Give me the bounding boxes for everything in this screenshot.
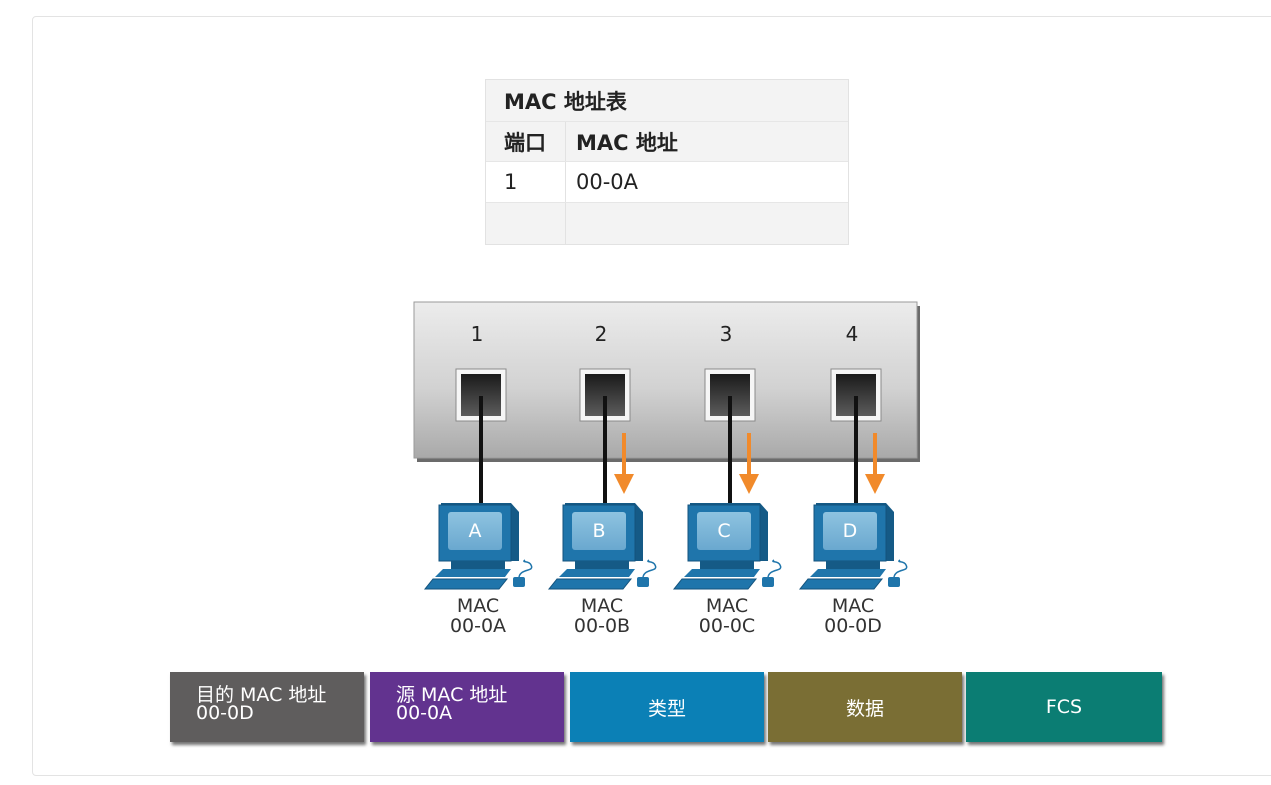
- field-label: FCS: [1045, 696, 1083, 718]
- mac-table-title: MAC 地址表: [504, 89, 627, 114]
- host-mac-address: 00-0C: [699, 615, 755, 637]
- monitor-screen: [572, 512, 626, 550]
- field-value: 00-0D: [196, 702, 254, 724]
- mouse: [637, 577, 649, 587]
- port-number: 1: [471, 322, 484, 346]
- header-port: 端口: [504, 131, 546, 155]
- pc-letter: C: [717, 520, 730, 542]
- pc-letter: B: [592, 520, 605, 542]
- pc-base: [435, 569, 511, 577]
- frame-field-fcs: FCS: [966, 672, 1162, 742]
- mouse: [888, 577, 900, 587]
- host-mac-address: 00-0B: [574, 615, 630, 637]
- monitor-stand: [451, 561, 505, 569]
- header-mac: MAC 地址: [565, 122, 848, 162]
- host-mac-label: MAC: [457, 595, 499, 617]
- frame-field-source-mac: 源 MAC 地址 00-0A: [370, 672, 564, 742]
- frame-field-destination-mac: 目的 MAC 地址 00-0D: [170, 672, 364, 742]
- keyboard: [672, 578, 758, 590]
- table-row: 1 00-0A: [486, 161, 848, 202]
- pc-letter: D: [843, 520, 858, 542]
- mouse-cable: [642, 559, 657, 578]
- flood-arrow-head: [739, 474, 759, 494]
- monitor-screen: [448, 512, 502, 550]
- mouse: [513, 577, 525, 587]
- monitor-screen: [697, 512, 751, 550]
- pc-icon: B: [547, 503, 657, 590]
- pc-base: [684, 569, 760, 577]
- pc-base: [810, 569, 886, 577]
- frame-field-type: 类型: [570, 672, 764, 742]
- mac-table-title-row: MAC 地址表: [486, 80, 848, 121]
- port-number: 3: [720, 322, 733, 346]
- host-mac-label: MAC: [581, 595, 623, 617]
- mouse-cable: [767, 559, 782, 578]
- mac-table-header-row: 端口 MAC 地址: [486, 121, 848, 162]
- field-label: 源 MAC 地址: [396, 684, 508, 706]
- monitor-screen: [823, 512, 877, 550]
- mac-cell: 00-0A: [565, 162, 848, 202]
- field-label: 目的 MAC 地址: [196, 684, 327, 706]
- field-value: 00-0A: [396, 702, 453, 724]
- frame-field-data: 数据: [768, 672, 962, 742]
- keyboard: [547, 578, 633, 590]
- mouse: [762, 577, 774, 587]
- keyboard: [798, 578, 884, 590]
- field-label: 类型: [647, 697, 686, 720]
- monitor-stand: [700, 561, 754, 569]
- table-row-empty: [486, 202, 848, 244]
- mac-cell: [565, 203, 848, 244]
- host-mac-address: 00-0A: [450, 615, 506, 637]
- port-number: 2: [595, 322, 608, 346]
- host-mac-label: MAC: [832, 595, 874, 617]
- mac-address-table: MAC 地址表 端口 MAC 地址 1 00-0A: [485, 79, 849, 245]
- pc-base: [559, 569, 635, 577]
- pc-letter: A: [469, 520, 482, 542]
- port-number: 4: [846, 322, 859, 346]
- mouse-cable: [893, 559, 908, 578]
- flood-arrow-head: [614, 474, 634, 494]
- pc-icon: D: [798, 503, 908, 590]
- host-mac-address: 00-0D: [824, 615, 882, 637]
- mouse-cable: [518, 559, 533, 578]
- keyboard: [423, 578, 509, 590]
- flood-arrow-head: [865, 474, 885, 494]
- field-label: 数据: [845, 697, 884, 720]
- pc-icon: C: [672, 503, 782, 590]
- pc-icon: A: [423, 503, 533, 590]
- monitor-stand: [575, 561, 629, 569]
- monitor-stand: [826, 561, 880, 569]
- host-mac-label: MAC: [706, 595, 748, 617]
- port-cell: 1: [504, 170, 518, 194]
